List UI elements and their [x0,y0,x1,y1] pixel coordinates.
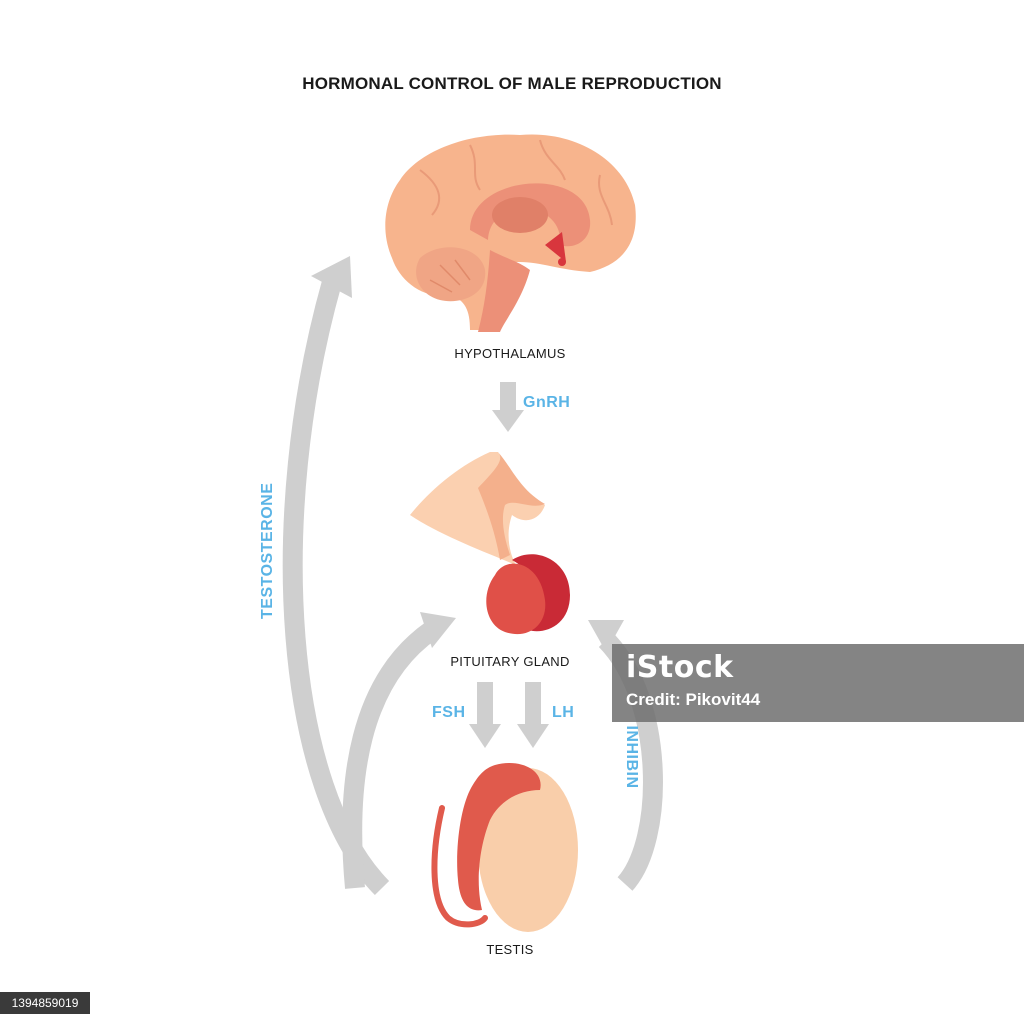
testosterone-arrow [282,256,390,896]
pituitary-illustration [410,452,570,635]
istock-logo: iStock [626,650,734,685]
fsh-arrow [469,682,501,748]
lh-arrow [517,682,549,748]
lh-label: LH [552,704,575,721]
testosterone-to-pituitary-arrow [342,612,456,889]
page-title: HORMONAL CONTROL OF MALE REPRODUCTION [302,74,722,93]
testis-label: TESTIS [486,942,534,957]
inhibin-label: INHIBIN [623,725,640,789]
testis-illustration [431,762,578,932]
hypothalamus-label: HYPOTHALAMUS [454,346,566,361]
credit-text: Credit: Pikovit44 [626,690,761,709]
gnrh-arrow [492,382,524,432]
image-id-tag: 1394859019 [0,992,90,1014]
pituitary-label: PITUITARY GLAND [450,654,570,669]
watermark-banner: iStock Credit: Pikovit44 [612,644,1024,722]
gnrh-label: GnRH [523,394,571,411]
brain-illustration [385,134,636,332]
testosterone-label: TESTOSTERONE [259,482,276,619]
fsh-label: FSH [432,704,466,721]
